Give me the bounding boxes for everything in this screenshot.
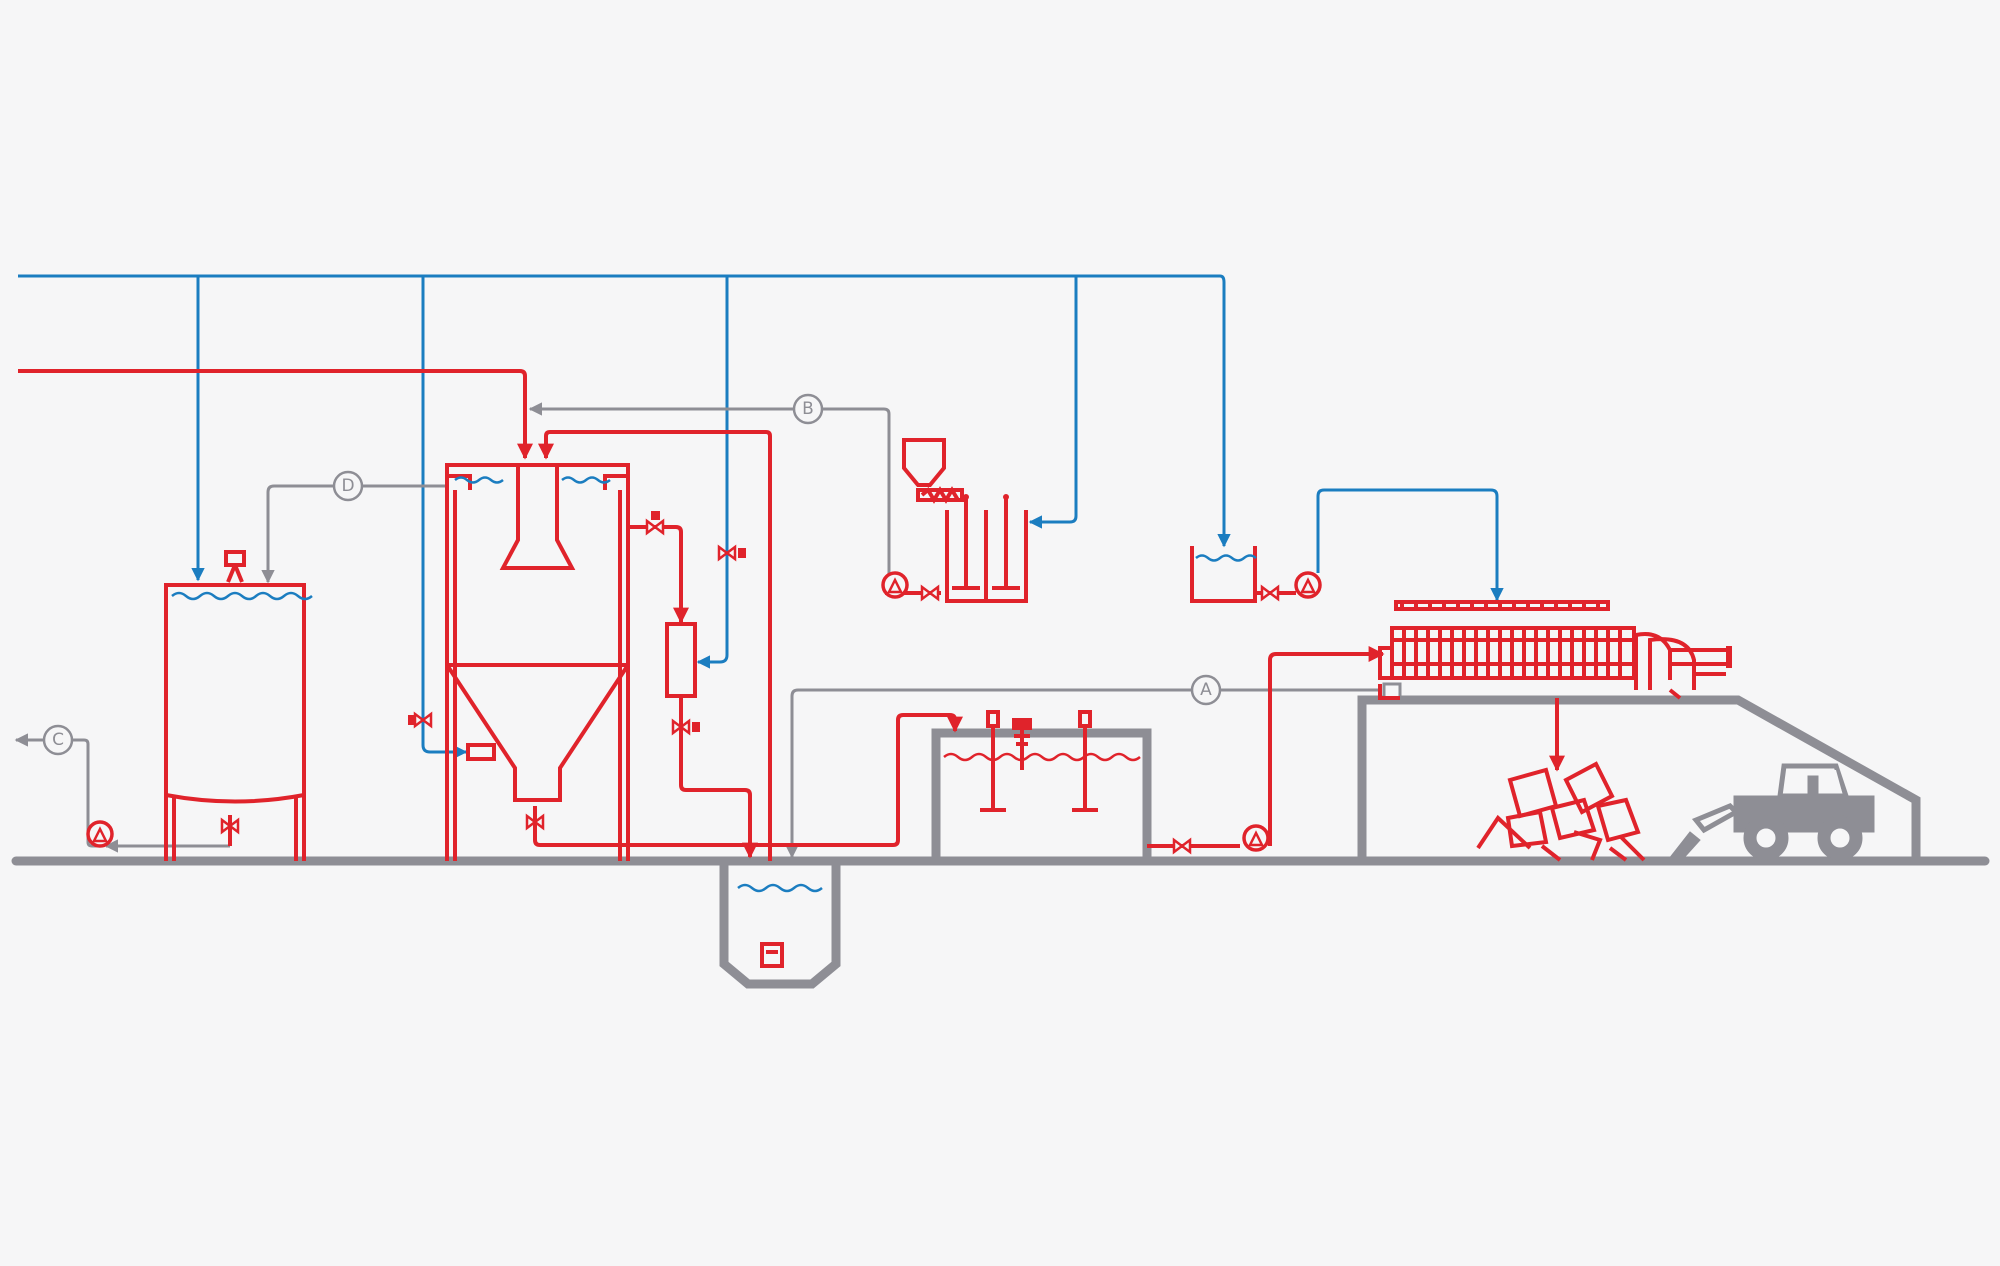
wash-pump-icon [1294, 571, 1322, 599]
connector-b-label: B [802, 399, 814, 419]
filter-cakes [1476, 761, 1646, 862]
filter-press [1378, 600, 1732, 700]
basin-valve-icon [1172, 838, 1192, 854]
connector-a: A [1190, 674, 1222, 706]
overflow-valve-icon [645, 519, 665, 535]
hydrocyclone [665, 545, 746, 735]
mixing-basin [943, 710, 1270, 854]
connector-d: D [332, 470, 364, 502]
pump-icon [86, 820, 114, 848]
feed-pump-icon [1242, 824, 1270, 852]
dosing-pump-icon [881, 571, 909, 599]
process-lines [18, 369, 1565, 861]
wheel-loader-icon [1666, 763, 1875, 861]
connector-c: C [42, 724, 74, 756]
wash-water-tank [1190, 546, 1322, 603]
ground-structures [11, 695, 1990, 989]
connector-d-label: D [341, 476, 354, 496]
water-supply-lines [18, 274, 1504, 759]
collection-pit [737, 883, 823, 968]
connector-b: B [792, 393, 824, 425]
settling-tank [408, 463, 665, 861]
connector-c-label: C [52, 730, 64, 750]
connector-a-label: A [1200, 680, 1212, 700]
polymer-station [881, 438, 1028, 603]
level-sensor-icon [224, 550, 246, 583]
storage-tank [86, 550, 313, 861]
wash-tank-valve-icon [1260, 585, 1280, 601]
dosing-valve-icon [920, 585, 940, 601]
